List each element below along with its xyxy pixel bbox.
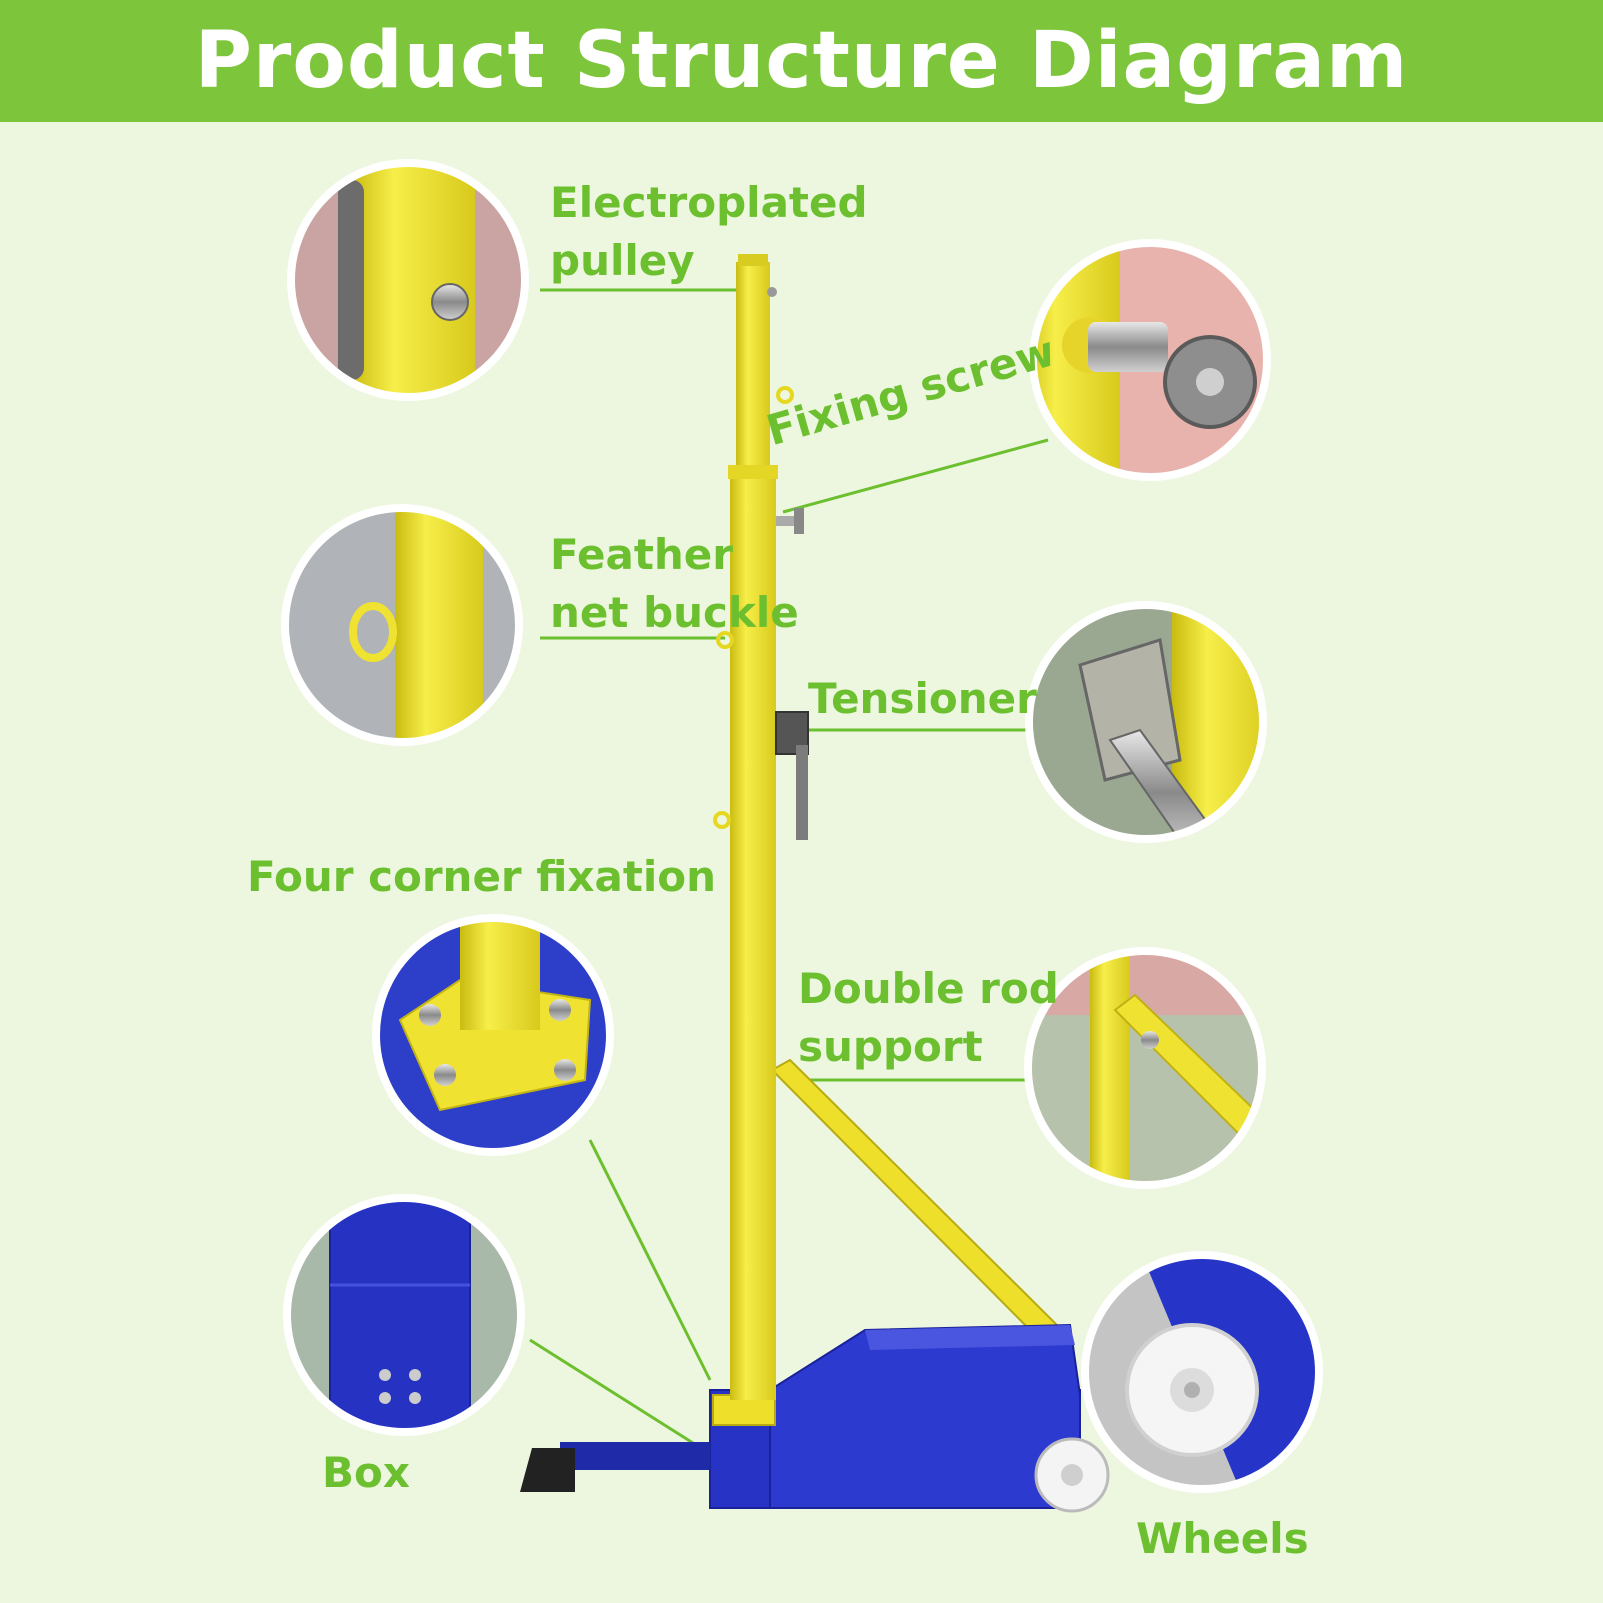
header-bar: Product Structure Diagram <box>0 0 1603 122</box>
tensioner-detail-image <box>1025 601 1267 843</box>
upper-pole <box>736 262 770 482</box>
tensioner-part <box>775 711 809 755</box>
label-double-rod-support: Double rod support <box>798 964 1059 1071</box>
label-wheels: Wheels <box>1136 1514 1309 1563</box>
support-rod <box>770 1058 1062 1342</box>
net-buckle-detail-image <box>281 504 523 746</box>
wheels-detail-image <box>1081 1251 1323 1493</box>
label-box: Box <box>322 1448 410 1497</box>
leader-lines <box>529 288 1049 1457</box>
lower-pole <box>730 470 776 1400</box>
page-title: Product Structure Diagram <box>194 16 1409 106</box>
pulley-detail-image <box>287 159 529 401</box>
net-post-product <box>520 254 1110 1513</box>
fixing-screw-detail-image <box>1029 239 1271 481</box>
label-tensioner: Tensioner <box>808 674 1037 723</box>
four-corner-detail-image <box>372 914 614 1156</box>
double-rod-detail-image <box>1024 947 1266 1189</box>
label-feather-net-buckle: Feather net buckle <box>550 530 799 637</box>
label-electroplated-pulley: Electroplated pulley <box>550 178 868 285</box>
label-four-corner-fixation: Four corner fixation <box>247 852 717 901</box>
box-detail-image <box>283 1194 525 1436</box>
